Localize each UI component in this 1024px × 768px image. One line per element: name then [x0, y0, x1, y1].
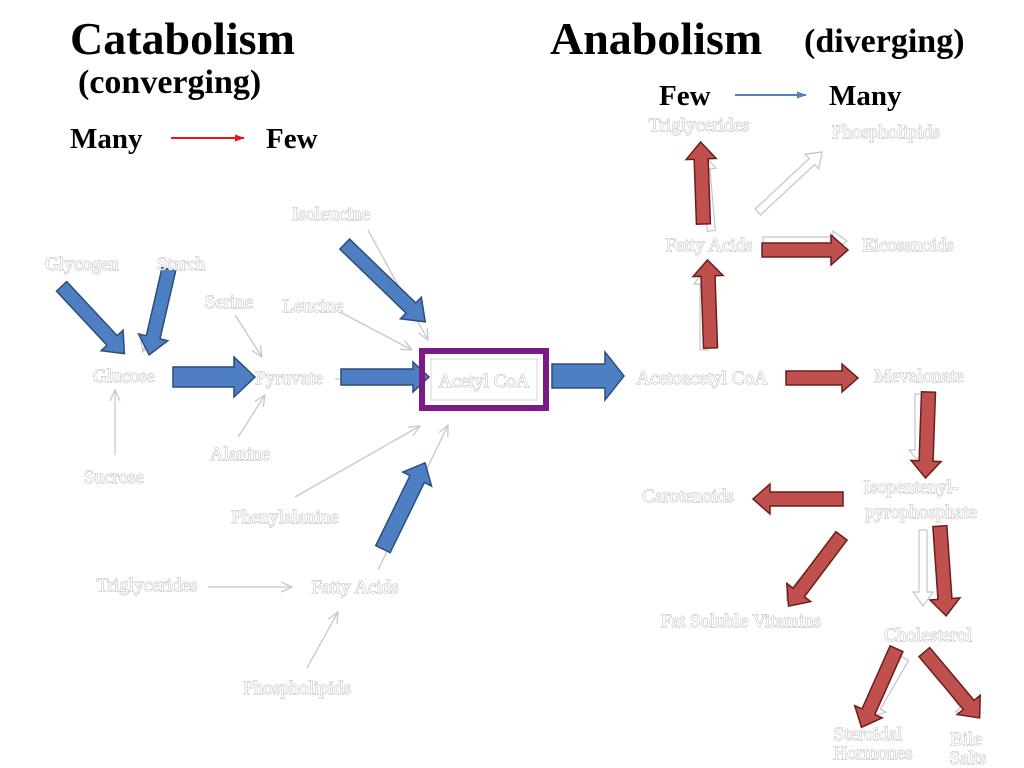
node-alanine: Alanine: [210, 444, 270, 465]
isopentenyl-to-vitamins-arrow: [785, 530, 849, 608]
node-phenylalanine: Phenylalanine: [231, 507, 339, 528]
acetyl-coa-inner-box: [430, 358, 538, 401]
fatty-acids-to-phospholipids-outline-arrow: [754, 151, 823, 216]
node-steroidal-line2: Hormones: [833, 743, 912, 764]
node-bile-line2: Salts: [950, 748, 987, 768]
node-eicosanoids: Eicosanoids: [862, 235, 954, 256]
isopentenyl-to-carotenoids-arrow: [751, 482, 844, 516]
node-fat-soluble-vitamins: Fat Soluble Vitamins: [661, 611, 821, 632]
node-acetyl-coa: Acetyl CoA: [438, 371, 530, 392]
node-mevalonate: Mevalonate: [874, 366, 964, 387]
node-sucrose: Sucrose: [84, 467, 144, 488]
node-isopentenyl-line1: Isopentenyl-: [864, 477, 959, 498]
node-pyruvate: Pyruvate: [255, 368, 323, 389]
leucine-to-acetyl-line: [339, 311, 412, 350]
cholesterol-to-steroidal-arrow: [853, 644, 904, 729]
fatty-acids-to-eicosanoids-arrow: [761, 233, 850, 267]
node-phospholipids-left: Phospholipids: [243, 678, 351, 699]
node-bile-line1: Bile: [950, 729, 982, 750]
node-isopentenyl-line2: pyrophosphate: [865, 502, 977, 523]
catabolism-subtitle: (converging): [78, 64, 261, 101]
anabolism-title: Anabolism: [550, 13, 762, 64]
acetyl-coa-to-acetoacetyl-coa-arrow: [551, 349, 625, 403]
node-isoleucine: Isoleucine: [292, 204, 370, 225]
glycogen-to-glucose-arrow: [55, 280, 126, 355]
phospholipids-to-fatty-acids-line: [306, 612, 338, 669]
acetoacetyl-to-fatty-acids-arrow: [691, 258, 725, 349]
node-glucose: Glucose: [93, 366, 155, 387]
fatty-acids-to-triglycerides-arrow: [684, 140, 718, 225]
pyruvate-to-acetyl-coa-arrow: [340, 360, 431, 394]
node-triglycerides-right: Triglycerides: [649, 115, 750, 136]
acetoacetyl-to-mevalonate-arrow: [785, 362, 860, 394]
anabolism-flow-to: Many: [829, 80, 902, 112]
isoleucine-to-acetyl-coa-arrow: [338, 238, 427, 323]
node-phospholipids-right: Phospholipids: [832, 122, 940, 143]
fatty-acids-to-acetyl-coa-arrow: [374, 461, 433, 554]
serine-to-pyruvate-line: [234, 314, 262, 357]
catabolism-title: Catabolism: [70, 13, 295, 64]
node-fatty-acids-right: Fatty Acids: [665, 235, 752, 256]
node-steroidal-line1: Steroidal: [834, 724, 903, 745]
node-triglycerides-left: Triglycerides: [97, 575, 198, 596]
glucose-to-pyruvate-arrow: [172, 355, 257, 399]
isopentenyl-to-cholesterol-arrow: [928, 524, 962, 618]
node-carotenoids: Carotenoids: [642, 486, 734, 507]
acetyl-coa-highlight-box: [419, 348, 549, 411]
node-cholesterol: Cholesterol: [884, 625, 972, 646]
node-fatty-acids-left: Fatty Acids: [311, 577, 398, 598]
node-acetoacetyl-coa: Acetoacetyl CoA: [636, 368, 768, 389]
catabolism-flow-to: Few: [266, 123, 318, 155]
node-leucine: Leucine: [282, 296, 343, 317]
mevalonate-to-isopentenyl-arrow: [909, 391, 943, 480]
catabolism-flow-from: Many: [70, 123, 143, 155]
node-serine: Serine: [205, 292, 254, 313]
anabolism-subtitle: (diverging): [804, 23, 965, 60]
isopentenyl-to-cholesterol-outline-arrow: [911, 529, 935, 608]
node-starch: Starch: [157, 254, 206, 275]
node-glycogen: Glycogen: [45, 254, 119, 275]
alanine-to-pyruvate-line: [237, 395, 265, 438]
starch-to-glucose-arrow: [137, 266, 177, 357]
cholesterol-to-bile-arrow: [917, 646, 981, 719]
anabolism-flow-from: Few: [659, 80, 711, 112]
phenylalanine-to-acetyl-line: [294, 426, 420, 498]
